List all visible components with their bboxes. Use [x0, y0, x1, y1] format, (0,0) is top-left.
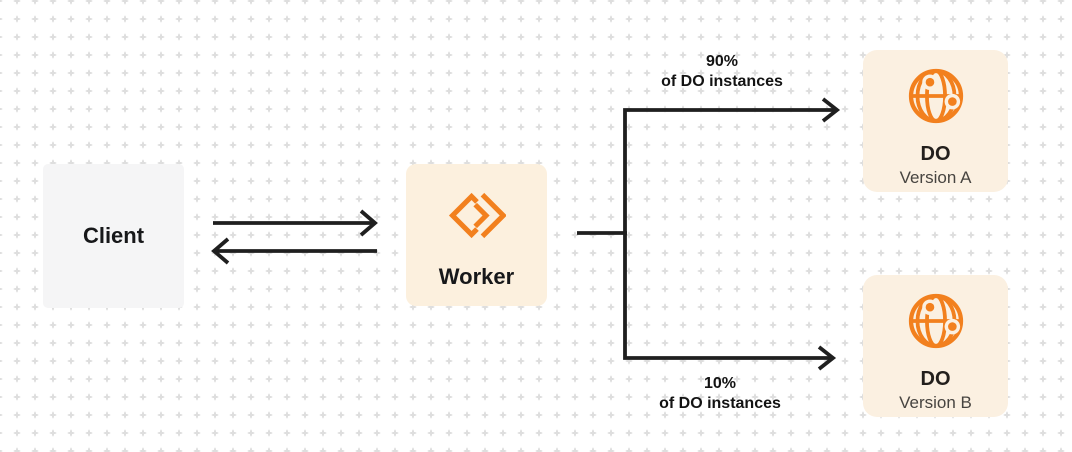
client-node: Client	[43, 164, 184, 308]
worker-node: Worker	[406, 164, 547, 306]
globe-icon	[908, 68, 963, 124]
do-version-b-node: DO Version B	[863, 275, 1008, 417]
globe-dot	[925, 77, 934, 87]
globe-icon	[908, 293, 963, 349]
arrow-to-do-b	[817, 345, 837, 371]
do-a-title: DO	[920, 143, 951, 165]
traffic-split-label-10: 10% of DO instances	[595, 374, 845, 414]
traffic-split-10-caption: of DO instances	[659, 395, 781, 412]
traffic-split-10-percent: 10%	[703, 375, 737, 392]
globe-dot	[947, 97, 957, 106]
worker-to-client-arrow	[211, 237, 377, 265]
workers-icon	[448, 192, 506, 239]
do-b-subtitle: Version B	[899, 393, 972, 412]
branch-lines	[577, 97, 841, 371]
arrow-to-do-a	[821, 97, 841, 123]
branch-trunk	[623, 108, 834, 360]
client-worker-arrows	[211, 209, 378, 265]
traffic-split-90-percent: 90%	[705, 53, 739, 70]
traffic-split-label-90: 90% of DO instances	[597, 52, 847, 92]
do-version-a-node: DO Version A	[863, 50, 1008, 192]
traffic-split-90-caption: of DO instances	[661, 73, 783, 90]
client-to-worker-arrow	[213, 209, 378, 237]
do-a-subtitle: Version A	[899, 168, 972, 187]
globe-dot	[947, 322, 957, 331]
do-b-title: DO	[920, 368, 951, 390]
globe-dot	[925, 302, 934, 312]
worker-label: Worker	[438, 264, 515, 289]
client-label: Client	[82, 223, 145, 248]
